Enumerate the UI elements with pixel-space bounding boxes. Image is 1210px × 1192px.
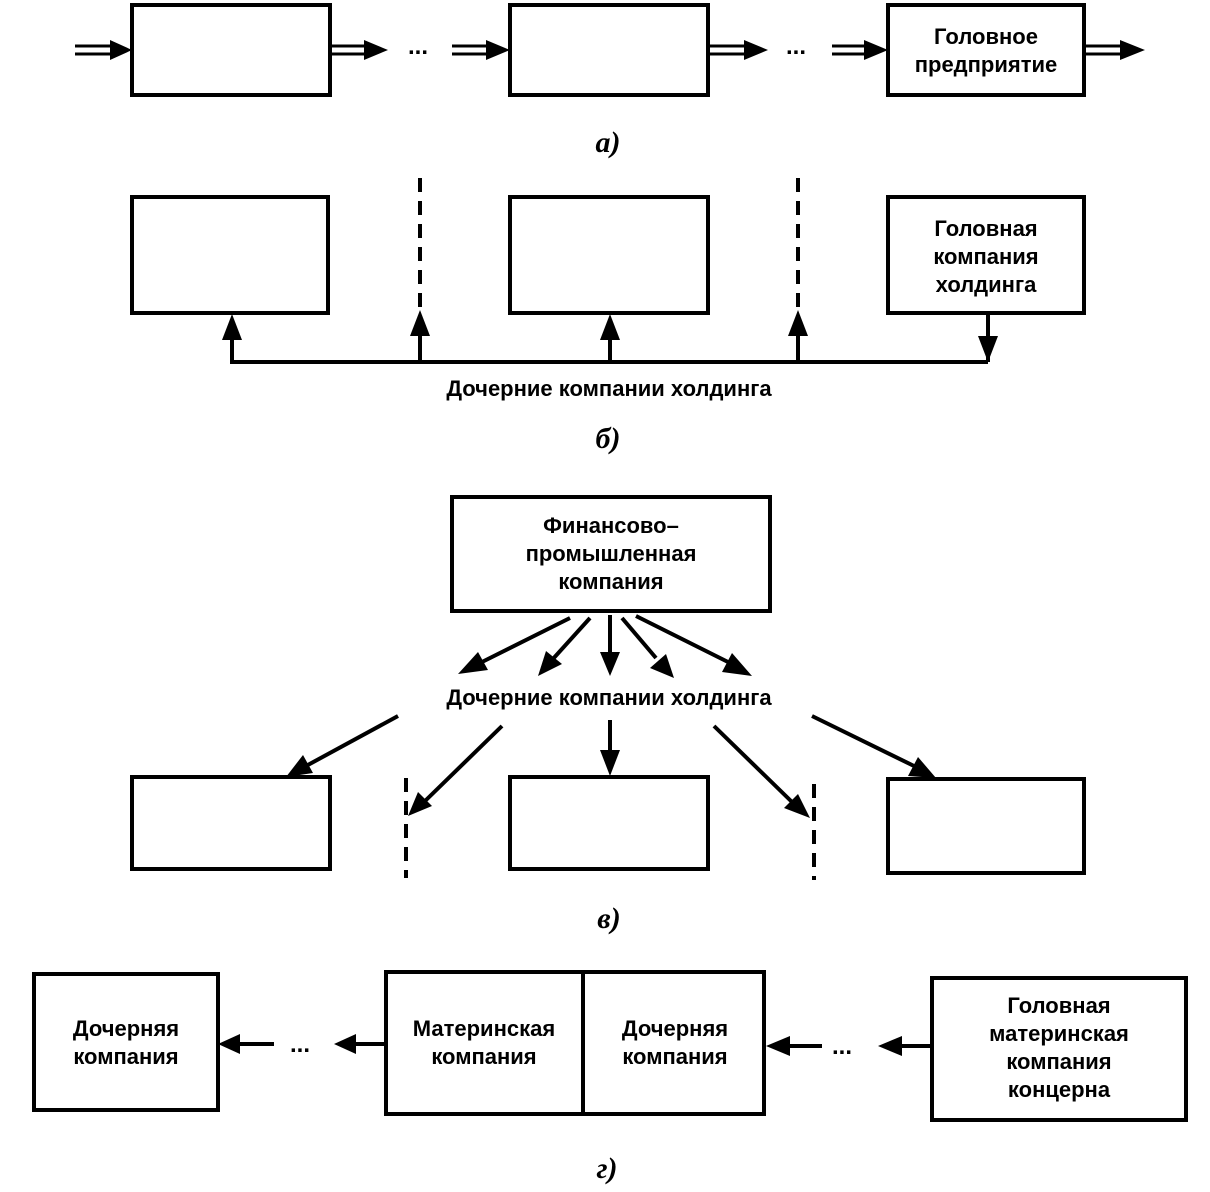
subsidiary-box-c-3 (886, 777, 1086, 875)
up-arrow-b-1 (222, 314, 242, 362)
fan-arrow-c-2 (538, 616, 592, 676)
ellipsis-d-2: ... (832, 1033, 852, 1060)
subsidiaries-label-b: Дочерние компании холдинга (446, 376, 772, 401)
caption-b: б) (596, 422, 621, 455)
subsidiaries-label-c: Дочерние компании холдинга (446, 685, 772, 710)
down-arrow-c-3 (600, 720, 620, 776)
down-arrow-c-1 (286, 714, 399, 777)
head-enterprise-label-line2: предприятие (915, 52, 1058, 77)
mother-company-label-line1: Материнская (413, 1016, 555, 1041)
holding-head-label-line3: холдинга (936, 272, 1037, 297)
mother-company-label-line2: компания (431, 1044, 536, 1069)
panel-a: Головное предприятие ... ... (75, 3, 1145, 159)
concern-head-label-line2: материнская (989, 1021, 1129, 1046)
holding-head-label-line1: Головная (934, 216, 1037, 241)
double-arrow-a-4 (832, 40, 888, 60)
head-enterprise-label-line1: Головное (934, 24, 1038, 49)
mother-child-label-line2: компания (622, 1044, 727, 1069)
mother-company-box (384, 970, 766, 1116)
enterprise-box-1 (130, 3, 332, 97)
mother-child-label-line1: Дочерняя (622, 1016, 728, 1041)
holding-head-label-line2: компания (933, 244, 1038, 269)
down-arrow-c-4 (712, 724, 810, 818)
child-company-box (32, 972, 220, 1112)
concern-head-label-line1: Головная (1007, 993, 1110, 1018)
subsidiary-box-c-1 (130, 775, 332, 871)
concern-head-label-line4: концерна (1008, 1077, 1111, 1102)
caption-c: в) (597, 902, 620, 935)
financial-industrial-label-line2: промышленная (526, 541, 697, 566)
left-arrow-d-1 (218, 1034, 274, 1054)
financial-industrial-box (450, 495, 772, 613)
child-company-label-line1: Дочерняя (73, 1016, 179, 1041)
holding-box-1 (130, 195, 330, 315)
enterprise-box-2 (508, 3, 710, 97)
panel-d: Дочерняя компания ... Материнская компан… (32, 970, 1188, 1185)
double-arrow-a-3 (710, 40, 768, 60)
double-arrow-a-2 (452, 40, 510, 60)
concern-head-box (930, 976, 1188, 1122)
ellipsis-d-1: ... (290, 1031, 310, 1058)
caption-d: г) (596, 1152, 617, 1185)
ellipsis-a-1: ... (408, 33, 428, 60)
up-arrow-b-3 (600, 314, 620, 362)
left-arrow-d-3 (766, 1036, 822, 1056)
child-company-label-line2: компания (73, 1044, 178, 1069)
down-arrow-c-5 (811, 714, 936, 778)
ellipsis-a-2: ... (786, 33, 806, 60)
concern-head-label-line3: компания (1006, 1049, 1111, 1074)
fan-arrow-c-1 (458, 616, 571, 674)
financial-industrial-label-line1: Финансово– (543, 513, 679, 538)
fan-arrow-c-3 (600, 615, 620, 676)
holding-head-box (886, 195, 1086, 315)
fan-arrow-c-4 (620, 616, 674, 678)
left-arrow-d-4 (878, 1036, 932, 1056)
up-arrow-b-4 (788, 310, 808, 362)
head-enterprise-box (886, 3, 1086, 97)
double-arrow-a-1 (332, 40, 388, 60)
panel-c: Финансово– промышленная компания Дочерни… (130, 495, 1086, 935)
holding-box-2 (508, 195, 710, 315)
subsidiary-box-c-2 (508, 775, 710, 871)
caption-a: а) (596, 126, 621, 159)
head-down-arrowhead (978, 336, 998, 362)
double-arrow-out-a (1086, 40, 1145, 60)
fan-arrow-c-5 (635, 614, 752, 676)
up-arrow-b-2 (410, 310, 430, 362)
double-arrow-in-a (75, 40, 132, 60)
financial-industrial-label-line3: компания (558, 569, 663, 594)
left-arrow-d-2 (334, 1034, 386, 1054)
panel-b: Головная компания холдинга Дочерние комп… (130, 178, 1086, 455)
down-arrow-c-2 (408, 724, 504, 816)
